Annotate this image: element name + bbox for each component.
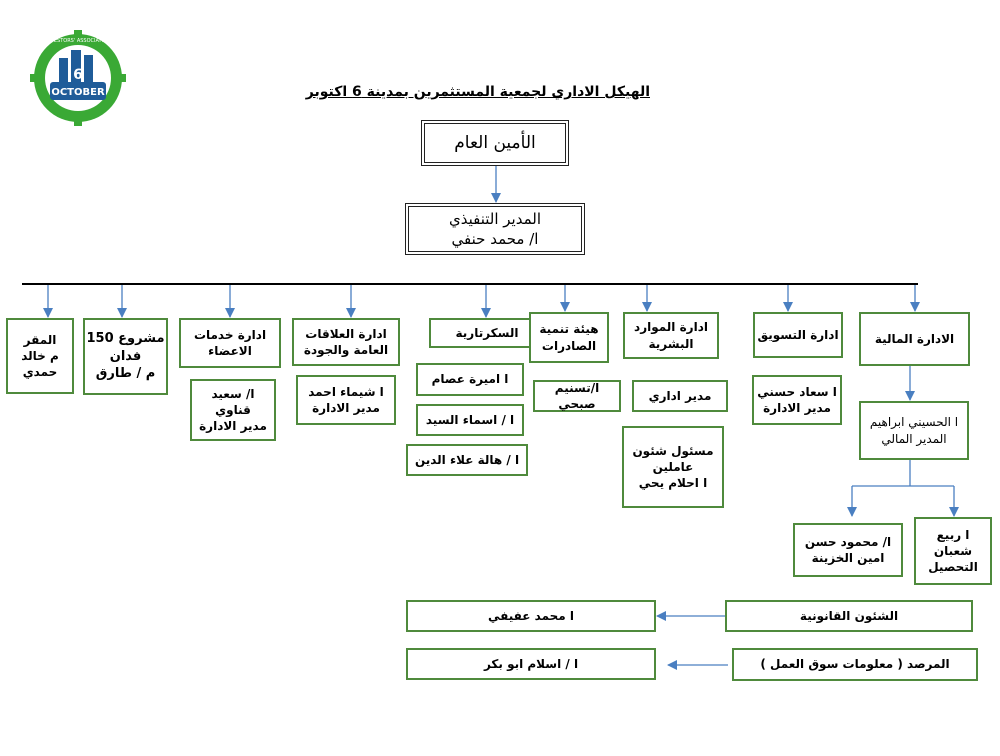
observatory-box: المرصد ( معلومات سوق العمل ) [732,648,978,681]
page-title: الهيكل الاداري لجمعية المستثمرين بمدينة … [305,84,650,100]
treasury-box: ا/ محمود حسن امين الخزينة [793,523,903,577]
association-logo: 6 OCTOBER INVESTORS' ASSOCIATION [30,30,126,126]
public-relations-manager-box: ا شيماء احمد مدير الادارة [296,375,396,425]
public-relations-box: ادارة العلاقات العامة والجودة [292,318,400,366]
member-services-manager-box: ا/ سعيد قناوي مدير الادارة [190,379,276,441]
marketing-manager-box: ا سعاد حسني مدير الادارة [752,375,842,425]
executive-director-name: ا/ محمد حنفي [451,230,539,248]
member-services-box: ادارة خدمات الاعضاء [179,318,281,368]
observatory-person-box: ا / اسلام ابو بكر [406,648,656,680]
project150-box: مشروع 150 فدان م / طارق [83,318,168,395]
secretariat-box: السكرتارية [429,318,545,348]
logo-ring-text: INVESTORS' ASSOCIATION [45,38,111,44]
hr-staff-box: مسئول شئون عاملين ا احلام يحي [622,426,724,508]
logo-number: 6 [73,67,83,83]
legal-affairs-person-box: ا محمد عفيفي [406,600,656,632]
hr-manager-box: مدير اداري [632,380,728,412]
executive-director-title: المدير التنفيذي [448,209,542,228]
secretariat-staff-3-box: ا / هالة علاء الدين [406,444,528,476]
export-authority-person-box: ا/تسنيم صبحي [533,380,621,412]
secretary-general-label: الأمين العام [454,132,536,153]
logo-word: OCTOBER [51,87,105,98]
legal-affairs-box: الشئون القانونية [725,600,973,632]
export-authority-box: هيئة تنمية الصادرات [529,312,609,363]
executive-director-box: المدير التنفيذي ا/ محمد حنفي [405,203,585,255]
human-resources-box: ادارة الموارد البشرية [623,312,719,359]
marketing-box: ادارة التسويق [753,312,843,358]
collection-box: ا ربيع شعبان التحصيل [914,517,992,585]
headquarters-box: المقر م خالد حمدي [6,318,74,394]
finance-manager-box: ا الحسيني ابراهيم المدير المالي [859,401,969,460]
secretariat-staff-1-box: ا اميرة عصام [416,363,524,396]
finance-box: الادارة المالية [859,312,970,366]
secretary-general-box: الأمين العام [421,120,569,166]
secretariat-staff-2-box: ا / اسماء السيد [416,404,524,436]
